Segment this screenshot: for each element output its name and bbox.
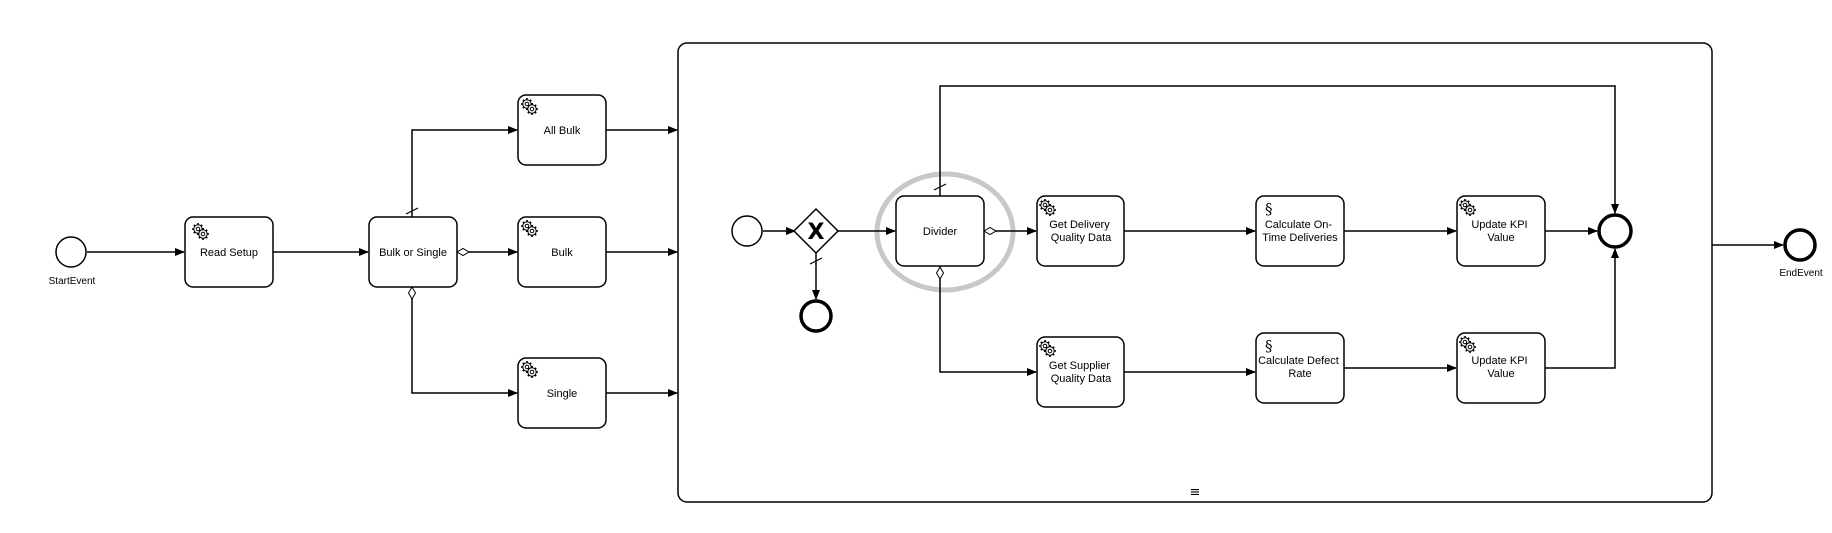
task-label: Get Delivery Quality Data (1049, 219, 1113, 244)
task-label-line: Calculate On- (1265, 219, 1333, 231)
flow-divider-to-get-supplier[interactable] (935, 266, 1037, 376)
default-flow-marker (933, 183, 947, 191)
task-read-setup[interactable]: Read Setup (184, 216, 274, 288)
task-bulk[interactable]: Bulk (517, 216, 607, 288)
start-event-label: StartEvent (49, 276, 96, 287)
task-label: Calculate On- Time Deliveries (1262, 219, 1338, 244)
default-flow-marker (809, 257, 823, 265)
subprocess-end-event-merge[interactable] (1597, 213, 1633, 249)
task-label: Get Supplier Quality Data (1049, 360, 1113, 385)
task-calculate-defect-rate[interactable]: § Calculate Defect Rate (1255, 332, 1345, 404)
flow-divider-bypass[interactable] (939, 85, 1619, 214)
subprocess-start-event[interactable] (731, 215, 763, 247)
task-label-line: Value (1487, 232, 1514, 244)
task-label: Update KPI Value (1471, 355, 1530, 380)
end-event[interactable] (1783, 228, 1817, 262)
task-label: Bulk or Single (379, 247, 447, 259)
task-label-line: Calculate Defect (1258, 355, 1339, 367)
script-icon: § (1265, 200, 1273, 218)
gear-icon (1043, 203, 1057, 217)
task-all-bulk[interactable]: All Bulk (517, 94, 607, 166)
task-get-supplier-quality-data[interactable]: Get Supplier Quality Data (1036, 336, 1125, 408)
multi-instance-icon: ≡ (1190, 485, 1201, 500)
task-label-line: Quality Data (1051, 373, 1112, 385)
gear-icon (1463, 340, 1477, 354)
task-get-delivery-quality-data[interactable]: Get Delivery Quality Data (1036, 195, 1125, 267)
task-label-line: Update KPI (1471, 355, 1527, 367)
task-calculate-on-time-deliveries[interactable]: § Calculate On- Time Deliveries (1255, 195, 1345, 267)
default-flow-marker (405, 207, 419, 215)
task-label-line: Quality Data (1051, 232, 1112, 244)
gear-icon (1463, 203, 1477, 217)
task-label-line: Get Delivery (1049, 219, 1110, 231)
gear-icon (1043, 344, 1057, 358)
script-icon: § (1265, 337, 1273, 355)
task-label: Update KPI Value (1471, 219, 1530, 244)
subprocess-end-event[interactable] (799, 299, 833, 333)
task-divider[interactable]: Divider (895, 195, 985, 267)
flow-update-kpi-2-to-sub-end[interactable] (1545, 248, 1619, 369)
task-label-line: Rate (1288, 368, 1311, 380)
subprocess-container[interactable] (677, 42, 1713, 503)
task-single[interactable]: Single (517, 357, 607, 429)
task-label: Calculate Defect Rate (1258, 355, 1342, 380)
task-update-kpi-value-2[interactable]: Update KPI Value (1456, 332, 1546, 404)
task-label: Divider (923, 226, 958, 238)
task-label: Bulk (551, 247, 573, 259)
end-event-label: EndEvent (1779, 268, 1823, 279)
gateway-x-icon: X (808, 220, 825, 245)
task-label-line: Get Supplier (1049, 360, 1110, 372)
task-label-line: Value (1487, 368, 1514, 380)
exclusive-gateway[interactable]: X (792, 207, 840, 255)
task-label: Single (547, 388, 578, 400)
flow-to-all-bulk[interactable] (411, 126, 518, 217)
gear-icon (196, 227, 210, 241)
task-label: All Bulk (544, 125, 581, 137)
task-update-kpi-value-1[interactable]: Update KPI Value (1456, 195, 1546, 267)
task-label: Read Setup (200, 247, 258, 259)
flow-to-single[interactable] (407, 286, 518, 397)
task-label-line: Time Deliveries (1262, 232, 1338, 244)
task-label-line: Update KPI (1471, 219, 1527, 231)
task-bulk-or-single[interactable]: Bulk or Single (368, 216, 458, 288)
start-event[interactable] (55, 236, 87, 268)
